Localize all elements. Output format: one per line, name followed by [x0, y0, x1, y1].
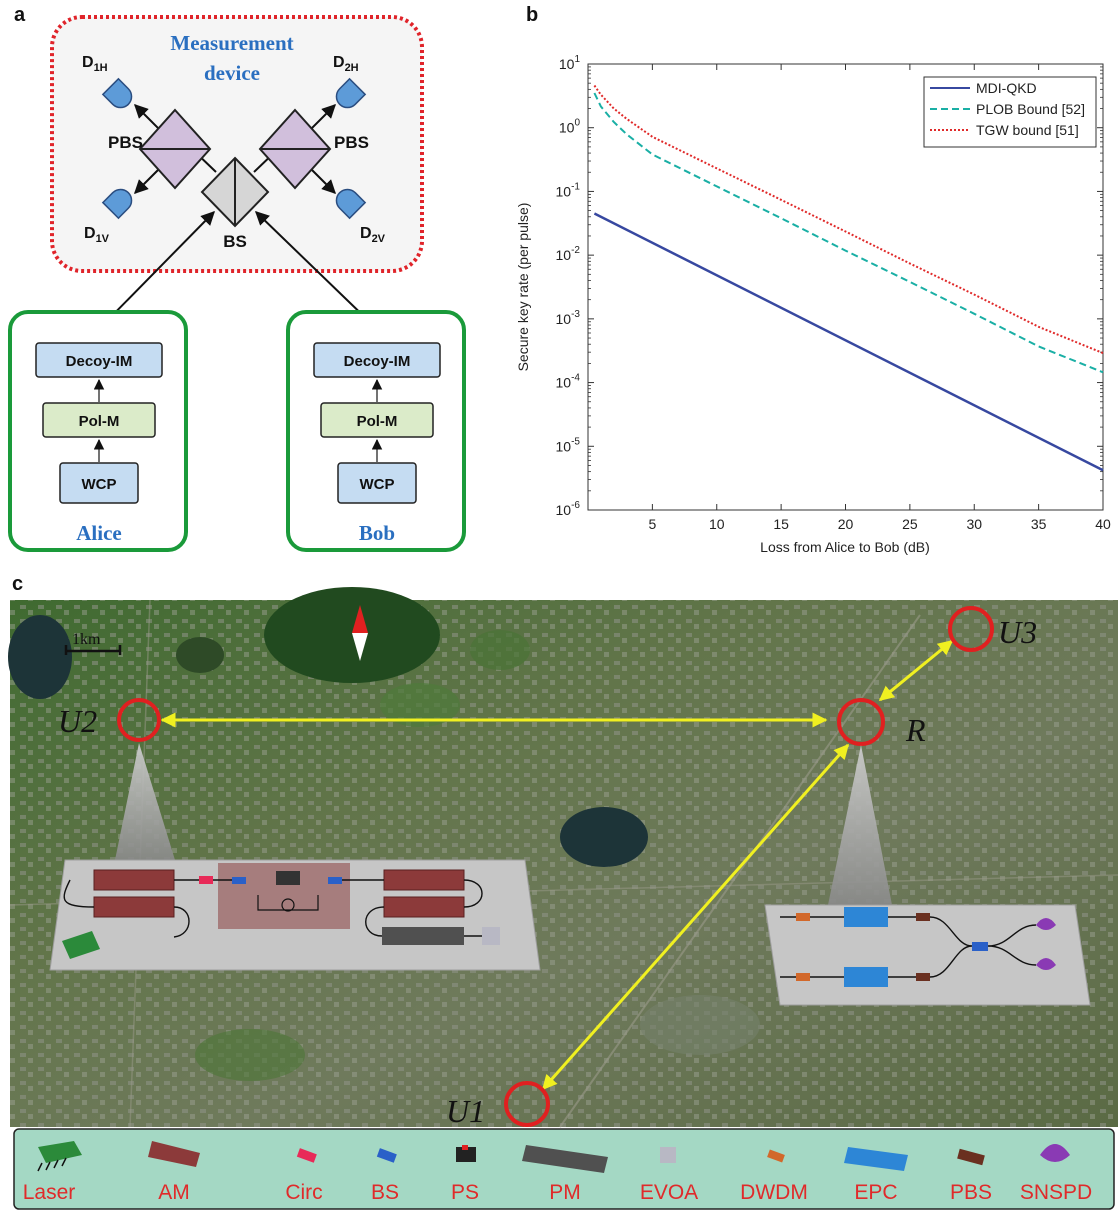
x-tick-label: 25 [902, 516, 918, 532]
beam-splitter [200, 156, 270, 228]
panel-label-c: c [12, 573, 24, 595]
x-axis-label: Loss from Alice to Bob (dB) [760, 539, 930, 555]
component-label: AM [158, 1181, 190, 1204]
link-u3-r [878, 639, 954, 702]
field-test-map: 1km U2 U3 R U1 [8, 587, 1118, 1210]
pbs-left [138, 108, 212, 190]
node-r [837, 698, 885, 746]
legend-entry: TGW bound [51] [976, 122, 1079, 138]
bob-decoy-im-box [313, 342, 441, 378]
label-u2: U2 [58, 703, 97, 739]
x-tick-label: 20 [838, 516, 854, 532]
y-axis-label: Secure key rate (per pulse) [515, 203, 531, 372]
label-u1: U1 [446, 1093, 485, 1129]
detector-d2v-icon [335, 188, 367, 220]
bob-wcp-label: WCP [360, 476, 395, 493]
label-u3: U3 [998, 614, 1037, 650]
detector-d2h-icon [335, 77, 367, 109]
x-tick-label: 30 [966, 516, 982, 532]
detector-d1v-icon [101, 188, 133, 220]
detector-d1h-icon [101, 77, 133, 109]
alice-decoy-im-box [35, 342, 163, 378]
legend-entry: PLOB Bound [52] [976, 101, 1085, 117]
scale-label: 1km [72, 631, 101, 648]
x-tick-label: 40 [1095, 516, 1111, 532]
legend-entry: MDI-QKD [976, 80, 1037, 96]
measurement-title-line2: device [204, 61, 260, 85]
alice-box: Decoy-IM Pol-M WCP Alice [8, 310, 188, 552]
component-label: Circ [285, 1181, 322, 1204]
x-tick-label: 15 [773, 516, 789, 532]
y-tick-label: 10-6 [556, 500, 581, 518]
component-label: Laser [23, 1181, 76, 1204]
x-tick-label: 5 [648, 516, 656, 532]
component-label: SNSPD [1020, 1181, 1092, 1204]
y-tick-label: 10-5 [556, 436, 581, 454]
legend: MDI-QKD PLOB Bound [52] TGW bound [51] [923, 76, 1097, 148]
component-icons [37, 1141, 1070, 1173]
component-label: PS [451, 1181, 479, 1204]
series-line-3 [593, 84, 1104, 355]
pbs-right [258, 108, 332, 190]
x-tick-label: 10 [709, 516, 725, 532]
alice-wcp-label: WCP [82, 476, 117, 493]
user-node-setup-inset [49, 859, 541, 971]
node-u1 [504, 1081, 550, 1127]
y-tick-label: 100 [559, 118, 581, 136]
y-tick-label: 10-1 [556, 181, 581, 199]
bob-box: Decoy-IM Pol-M WCP Bob [286, 310, 466, 552]
north-arrow-icon [352, 605, 368, 661]
alice-decoy-im-label: Decoy-IM [66, 353, 133, 370]
x-tick-label: 35 [1031, 516, 1047, 532]
component-label: BS [371, 1181, 399, 1204]
component-label: PBS [950, 1181, 992, 1204]
component-label: EPC [854, 1181, 897, 1204]
node-u3 [948, 606, 994, 652]
alice-name: Alice [76, 521, 121, 545]
pbs-left-label: PBS [108, 133, 143, 152]
link-u1-r [541, 743, 850, 1091]
component-label: EVOA [640, 1181, 698, 1204]
alice-pol-m-label: Pol-M [79, 413, 120, 430]
node-u2 [117, 698, 161, 742]
bob-pol-m-box [320, 402, 434, 438]
panel-label-a: a [14, 4, 26, 26]
detector-d2v-label: D2V [360, 225, 386, 245]
y-tick-label: 10-3 [556, 309, 581, 327]
bob-wcp-box [337, 462, 417, 504]
detector-d1v-label: D1V [84, 225, 110, 245]
label-r: R [905, 712, 926, 748]
forest-area [264, 587, 440, 683]
measurement-device-box [50, 15, 424, 273]
series-line-1 [593, 212, 1104, 472]
component-label: PM [549, 1181, 581, 1204]
alice-pol-m-box [42, 402, 156, 438]
panel-label-b: b [526, 4, 539, 26]
y-tick-label: 101 [559, 54, 581, 72]
key-rate-chart: 10-6 10-5 10-4 10-3 10-2 10-1 100 101 5 10 15 20 25… [515, 54, 1111, 555]
bob-name: Bob [359, 521, 395, 545]
component-label: DWDM [740, 1181, 808, 1204]
component-legend [13, 1128, 1115, 1210]
lake-center [560, 807, 648, 867]
bob-pol-m-label: Pol-M [357, 413, 398, 430]
bob-decoy-im-label: Decoy-IM [344, 353, 411, 370]
bs-label: BS [223, 232, 247, 251]
lake-left [8, 615, 72, 699]
relay-node-setup-inset [764, 904, 1091, 1006]
y-tick-label: 10-4 [556, 373, 581, 391]
detector-d2h-label: D2H [333, 54, 359, 74]
y-tick-label: 10-2 [556, 245, 581, 263]
alice-wcp-box [59, 462, 139, 504]
series-line-2 [593, 92, 1104, 374]
detector-d1h-label: D1H [82, 54, 108, 74]
mdi-qkd-schematic: Measurement device PBS PBS BS D1H D1V D2… [8, 15, 466, 552]
measurement-title-line1: Measurement [170, 31, 293, 55]
pbs-right-label: PBS [334, 133, 369, 152]
